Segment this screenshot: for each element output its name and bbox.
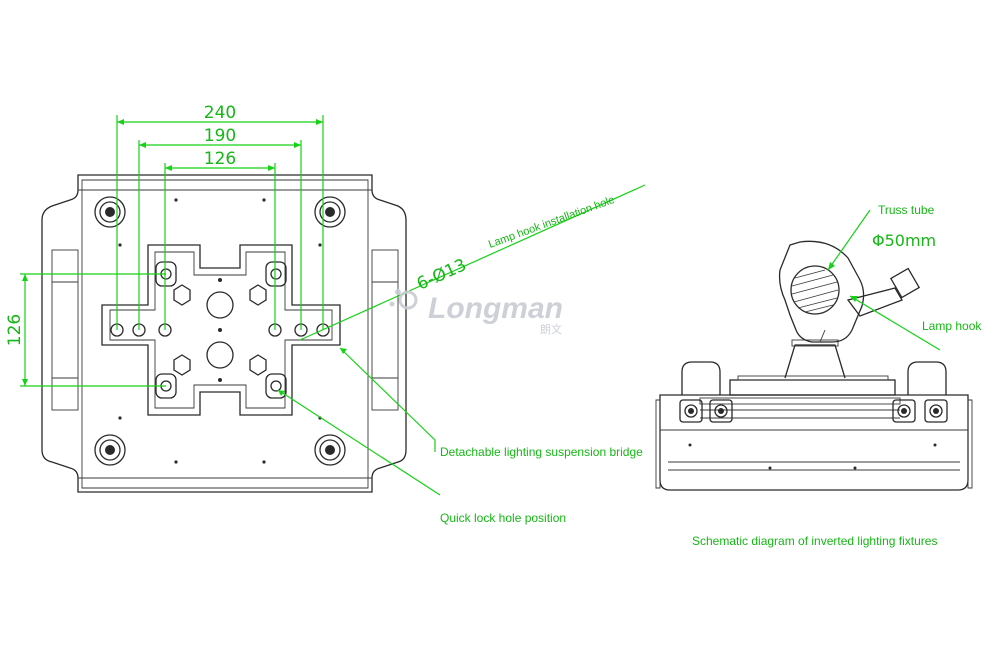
fixture-knob: [679, 399, 703, 423]
inverted-fixture-caption: Schematic diagram of inverted lighting f…: [692, 534, 937, 548]
corner-foot: [314, 196, 346, 228]
lamp-hook-label: Lamp hook: [922, 319, 982, 333]
truss-tube-label: Truss tube: [878, 203, 935, 217]
truss-tube-hatch: [791, 269, 839, 313]
lamp-hook-clamp: [778, 240, 865, 343]
longman-logo: Longman 朗文: [389, 289, 563, 336]
side-view-drawing: [655, 240, 973, 491]
top-view-drawing: [41, 174, 407, 493]
lamp-hook-installation-hole-label: Lamp hook installation hole: [487, 194, 616, 251]
corner-foot: [314, 434, 346, 466]
fixture-knob: [924, 399, 948, 423]
suspension-bridge-plate: [101, 244, 341, 416]
detachable-bridge-label: Detachable lighting suspension bridge: [440, 445, 643, 459]
dimension-126-top: 126: [204, 149, 236, 169]
corner-foot: [94, 196, 126, 228]
truss-diameter-label: Φ50mm: [872, 231, 936, 250]
quick-lock-callout: Quick lock hole position: [277, 389, 566, 525]
dimension-240: 240: [204, 103, 236, 123]
quick-lock-label: Quick lock hole position: [440, 511, 566, 525]
dimension-190: 190: [204, 126, 236, 146]
fixture-knob: [709, 399, 733, 423]
truss-tube-callout: Truss tube Φ50mm: [827, 203, 936, 271]
dimension-126-side: 126: [5, 314, 25, 346]
logo-sub-text: 朗文: [540, 322, 562, 336]
bridge-callout: Detachable lighting suspension bridge: [339, 347, 643, 459]
dimension-lines: [20, 115, 324, 387]
lamp-hook-callout: Lamp hook: [849, 295, 982, 351]
hole-spec-label: 6-Ø13: [414, 255, 470, 294]
logo-brand-text: Longman: [428, 292, 563, 325]
corner-foot: [94, 434, 126, 466]
fixture-knob: [892, 399, 916, 423]
